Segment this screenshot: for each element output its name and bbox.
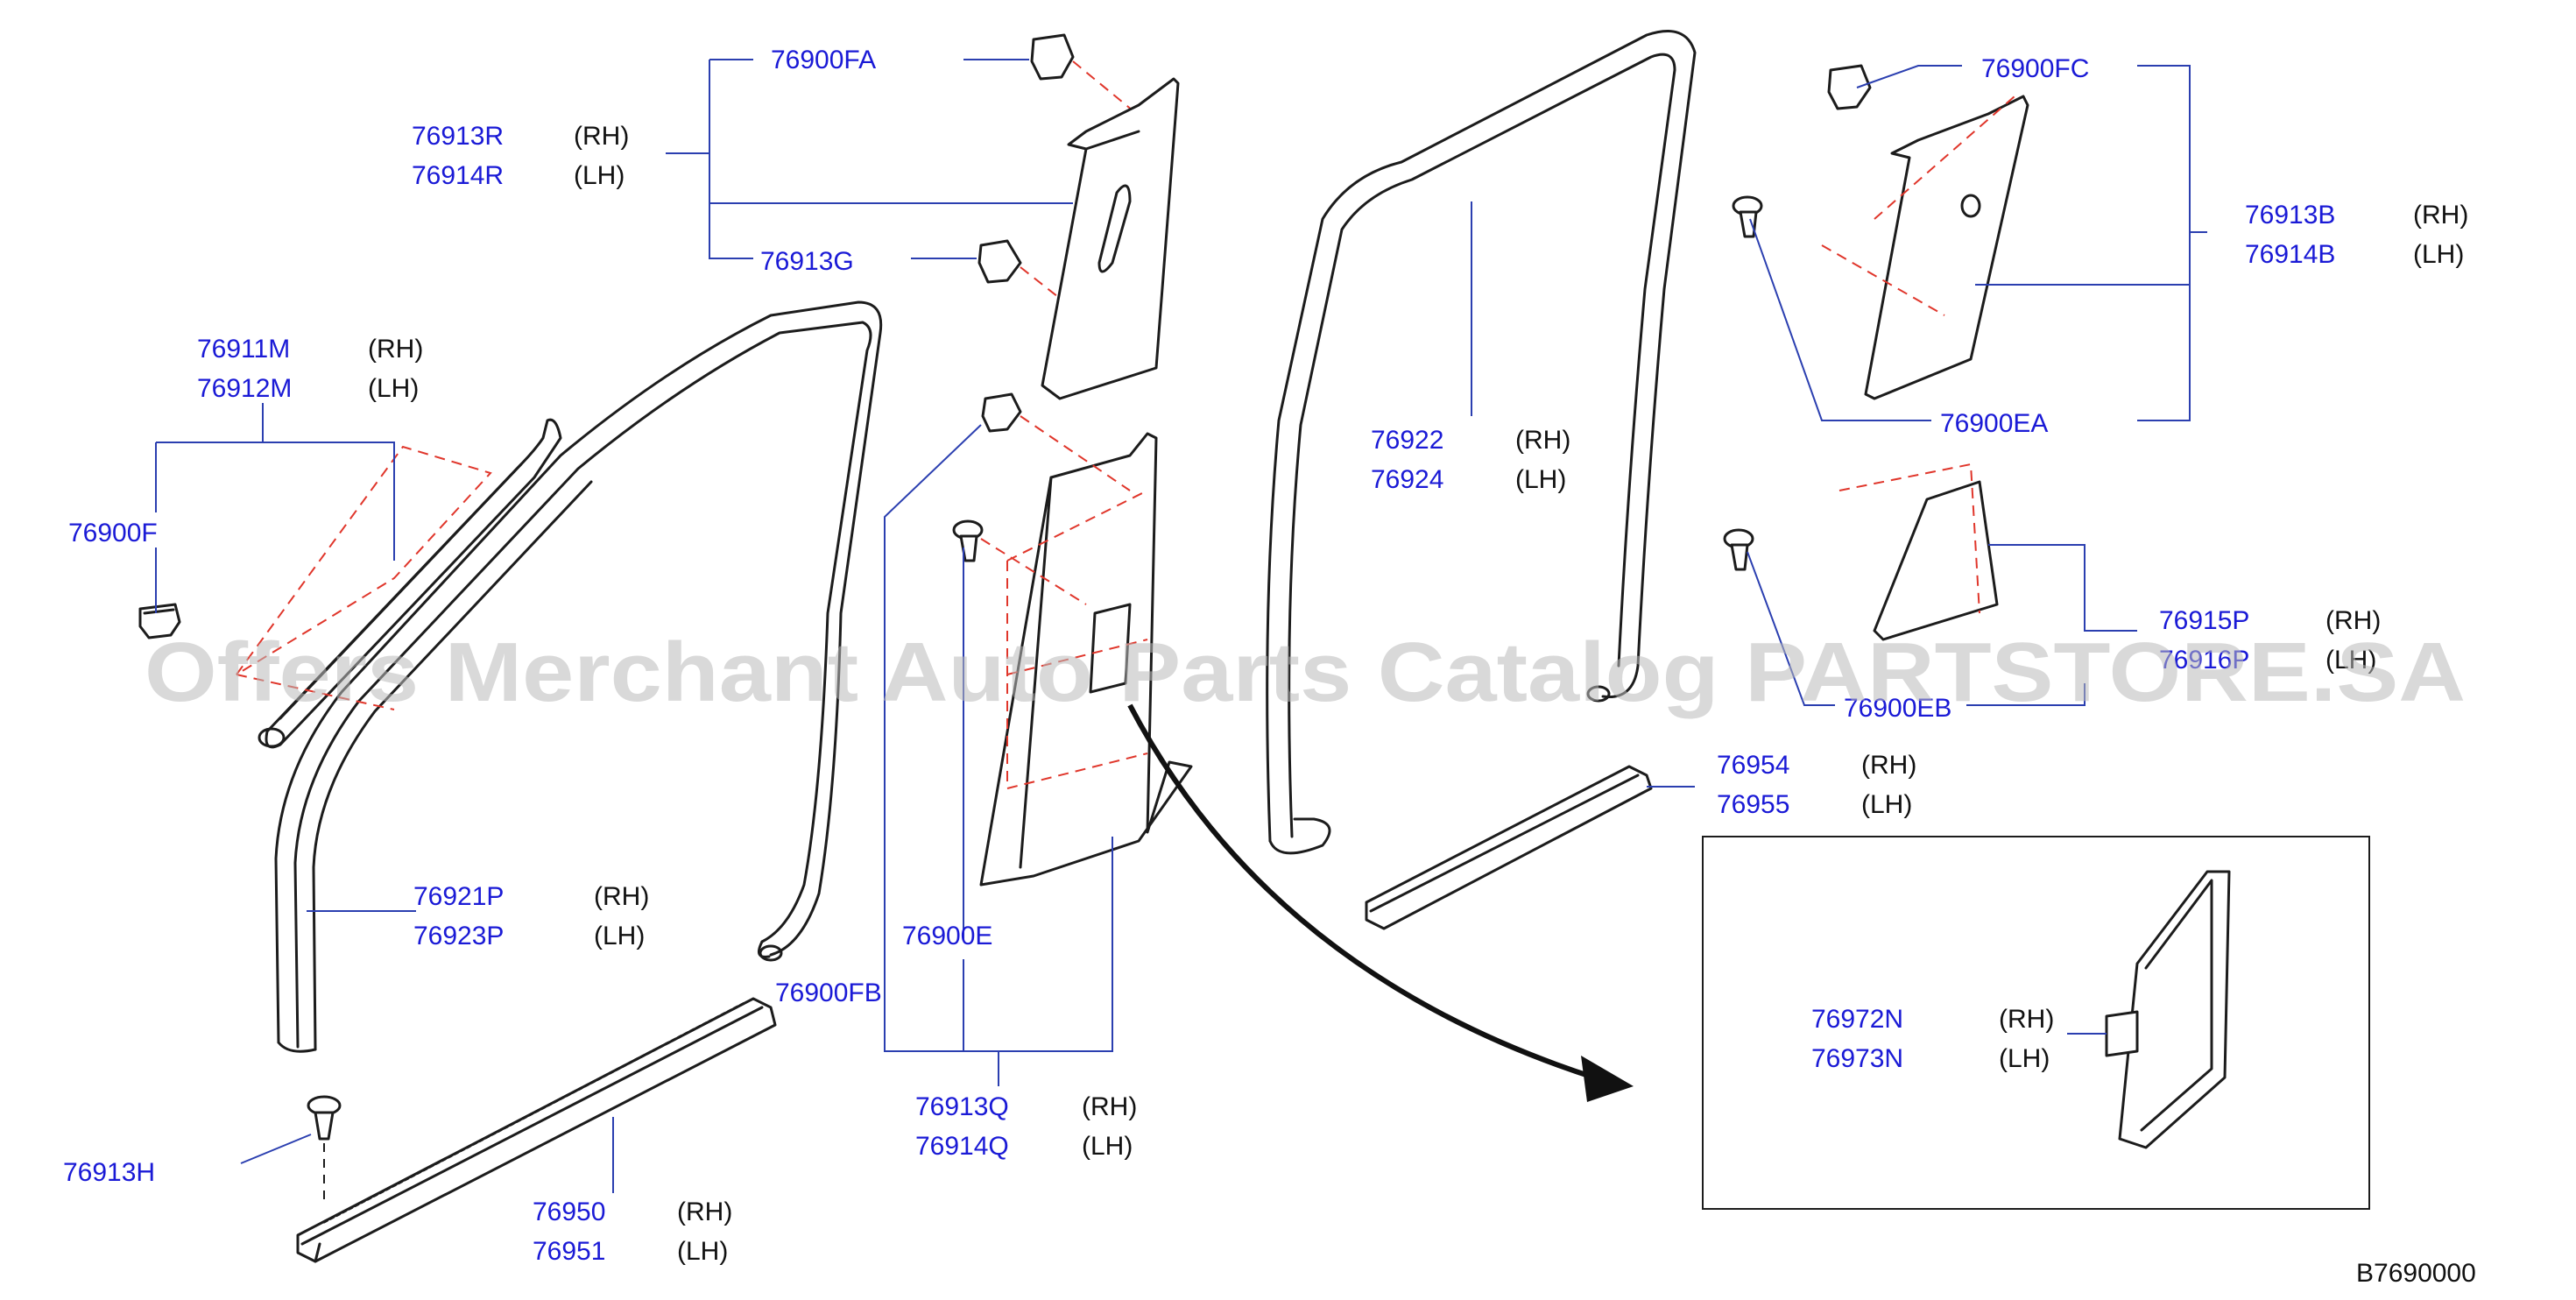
part-number-76922[interactable]: 76922: [1371, 426, 1443, 455]
part-number-76973N[interactable]: 76973N: [1811, 1044, 1903, 1073]
front-kicking-plate-drawing: [296, 997, 777, 1263]
leader-lines: [155, 59, 2207, 1193]
part-number-76912M[interactable]: 76912M: [197, 374, 292, 403]
part-number-76900EA[interactable]: 76900EA: [1940, 409, 2048, 438]
part-number-76924[interactable]: 76924: [1371, 465, 1443, 494]
part-number-76921P[interactable]: 76921P: [413, 882, 504, 911]
rear-pillar-lower-garnish-drawing: [1838, 463, 1999, 641]
front-weatherstrip-drawing: [274, 300, 883, 1053]
side-lh-76973N: (LH): [1999, 1044, 2050, 1073]
clip-76900FB-drawing: [981, 392, 1131, 491]
part-number-76900F[interactable]: 76900F: [68, 519, 158, 548]
part-number-76914Q[interactable]: 76914Q: [915, 1132, 1009, 1161]
part-number-76913H[interactable]: 76913H: [63, 1158, 155, 1187]
part-number-76913Q[interactable]: 76913Q: [915, 1092, 1009, 1121]
rear-weatherstrip-drawing: [1266, 30, 1697, 855]
part-number-76954[interactable]: 76954: [1717, 751, 1789, 780]
side-rh-76911M: (RH): [368, 335, 423, 364]
clip-76900FC-drawing: [1827, 64, 1872, 110]
side-rh-76954: (RH): [1861, 751, 1916, 780]
detail-box: [1702, 836, 2370, 1210]
part-number-76955[interactable]: 76955: [1717, 790, 1789, 819]
part-number-76900EB[interactable]: 76900EB: [1844, 694, 1951, 723]
diagram-code: B7690000: [2356, 1259, 2476, 1288]
side-rh-76922: (RH): [1515, 426, 1570, 455]
detail-pointer-arrow: [1127, 703, 1634, 1102]
side-lh-76951: (LH): [677, 1237, 728, 1266]
side-rh-76915P: (RH): [2325, 606, 2381, 635]
side-rh-76972N: (RH): [1999, 1005, 2054, 1034]
clip-76900EA-drawing: [1732, 195, 1763, 238]
part-number-76913G[interactable]: 76913G: [760, 247, 854, 276]
side-lh-76914B: (LH): [2413, 240, 2464, 269]
part-number-76900FC[interactable]: 76900FC: [1981, 54, 2089, 83]
side-rh-76950: (RH): [677, 1198, 732, 1226]
rear-pillar-upper-garnish-drawing: [1821, 95, 2029, 400]
rear-kicking-plate-drawing: [1365, 765, 1653, 930]
cover-76972N-drawing: [2105, 870, 2231, 1149]
part-number-76923P[interactable]: 76923P: [413, 922, 504, 950]
clip-76900F-drawing: [138, 603, 181, 639]
part-number-76900FA[interactable]: 76900FA: [771, 46, 876, 74]
part-number-76900E[interactable]: 76900E: [902, 922, 992, 950]
part-number-76972N[interactable]: 76972N: [1811, 1005, 1903, 1034]
side-lh-76924: (LH): [1515, 465, 1566, 494]
side-lh-76916P: (LH): [2325, 646, 2376, 675]
front-upper-garnish-drawing: [236, 418, 562, 749]
clip-76900EB-drawing: [1723, 528, 1754, 571]
center-pillar-lower-garnish-drawing: [979, 432, 1193, 887]
part-number-76913R[interactable]: 76913R: [412, 122, 504, 151]
clip-76913H-drawing: [307, 1095, 342, 1200]
part-number-76913B[interactable]: 76913B: [2245, 201, 2335, 230]
part-number-76914R[interactable]: 76914R: [412, 161, 504, 190]
side-rh-76913R: (RH): [574, 122, 629, 151]
part-number-76914B[interactable]: 76914B: [2245, 240, 2335, 269]
part-number-76915P[interactable]: 76915P: [2159, 606, 2249, 635]
part-number-76950[interactable]: 76950: [533, 1198, 605, 1226]
side-rh-76913Q: (RH): [1082, 1092, 1137, 1121]
part-number-76911M[interactable]: 76911M: [197, 335, 290, 364]
side-rh-76921P: (RH): [594, 882, 649, 911]
part-number-76916P[interactable]: 76916P: [2159, 646, 2249, 675]
part-number-76900FB[interactable]: 76900FB: [775, 979, 882, 1007]
side-rh-76913B: (RH): [2413, 201, 2468, 230]
clip-76900E-drawing: [952, 519, 1087, 605]
side-lh-76923P: (LH): [594, 922, 645, 950]
watermark: Offers Merchant Auto Parts Catalog PARTS…: [145, 625, 2466, 719]
part-labels: 76900FA 76913R (RH) 76914R (LH) 76913G 7…: [63, 46, 2476, 1288]
part-number-76951[interactable]: 76951: [533, 1237, 605, 1266]
side-lh-76914Q: (LH): [1082, 1132, 1133, 1161]
front-pillar-garnish-drawing: [1041, 77, 1180, 400]
side-lh-76912M: (LH): [368, 374, 419, 403]
side-lh-76955: (LH): [1861, 790, 1912, 819]
side-lh-76914R: (LH): [574, 161, 625, 190]
